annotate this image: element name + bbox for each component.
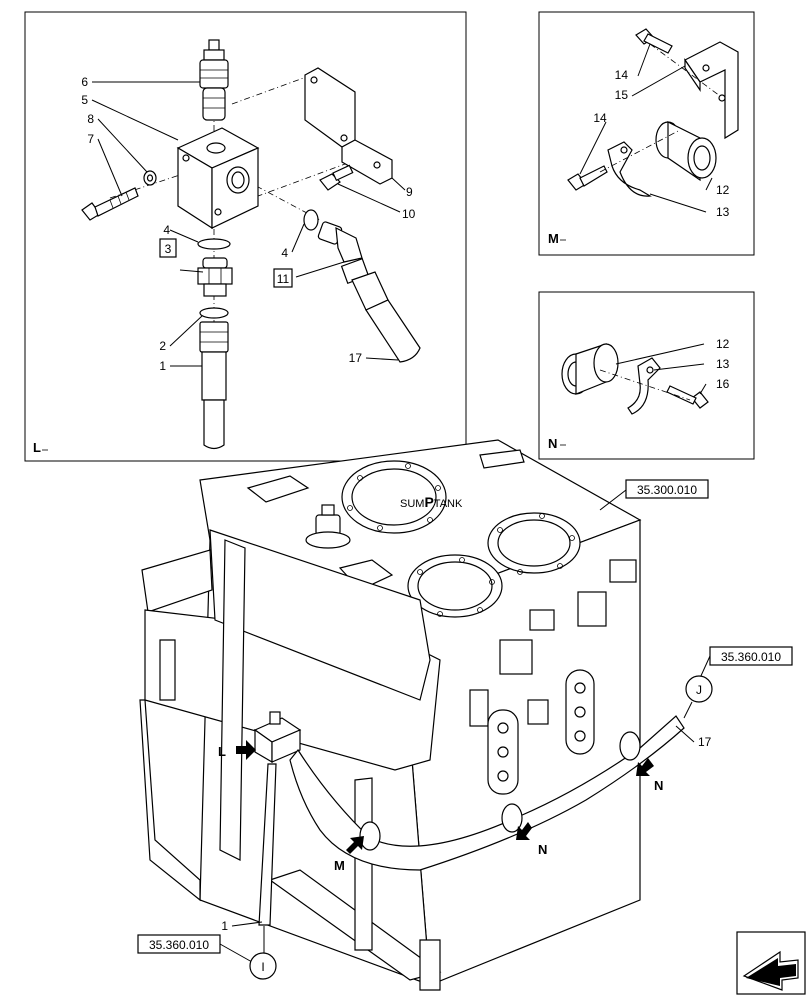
sump-tank-assembly: SUMPTANK bbox=[139, 439, 685, 991]
ref-box-top[interactable]: 35.300.010 bbox=[599, 479, 709, 511]
clamp-13-n-part bbox=[627, 357, 661, 415]
svg-text:L: L bbox=[218, 744, 226, 759]
bolt-7-part bbox=[81, 187, 139, 221]
svg-text:I: I bbox=[261, 960, 264, 974]
arrow-n1-marker: N bbox=[516, 822, 547, 857]
o-ring-2-part bbox=[199, 307, 229, 319]
callout-m-14b: 14 bbox=[593, 111, 607, 125]
circle-i-marker: I bbox=[249, 926, 277, 980]
quick-coupler-part bbox=[199, 39, 229, 121]
next-page-icon[interactable] bbox=[736, 931, 806, 995]
detail-view-l: 6 5 8 7 4 3 2 1 9 10 4 11 17 L bbox=[24, 11, 467, 462]
bolt-14-top-part bbox=[635, 28, 673, 54]
arrow-n2-marker: N bbox=[636, 758, 663, 793]
callout-n-13: 13 bbox=[716, 357, 730, 371]
sleeve-12-n-part bbox=[561, 343, 619, 395]
callout-6: 6 bbox=[81, 75, 88, 89]
callout-7: 7 bbox=[87, 132, 94, 146]
elbow-11-part bbox=[317, 221, 370, 284]
callout-10: 10 bbox=[402, 207, 416, 221]
svg-text:M: M bbox=[334, 858, 345, 873]
detail-view-n: 12 13 16 N bbox=[538, 291, 755, 460]
callout-2: 2 bbox=[159, 339, 166, 353]
view-label-n: N bbox=[548, 436, 557, 451]
arrow-l-marker: L bbox=[218, 740, 256, 760]
svg-text:N: N bbox=[654, 778, 663, 793]
callout-4b: 4 bbox=[281, 246, 288, 260]
callout-m-13: 13 bbox=[716, 205, 730, 219]
callout-3-box bbox=[159, 238, 177, 258]
callout-8: 8 bbox=[87, 112, 94, 126]
arrow-m-marker: M bbox=[334, 836, 364, 873]
callout-n-16: 16 bbox=[716, 377, 730, 391]
hose-1-part bbox=[199, 321, 229, 450]
bolt-14-lower-part bbox=[567, 165, 608, 191]
callout-m-14a: 14 bbox=[615, 68, 629, 82]
hose-17-assembly bbox=[289, 715, 685, 871]
ref-box-bottom[interactable]: 35.360.010 bbox=[137, 934, 253, 963]
callout-5: 5 bbox=[81, 93, 88, 107]
callout-4a: 4 bbox=[163, 223, 170, 237]
valve-block-assembly bbox=[253, 711, 302, 764]
svg-text:35.360.010: 35.360.010 bbox=[721, 650, 781, 664]
adapter-3-part bbox=[197, 257, 233, 297]
hose-17-part bbox=[351, 271, 421, 363]
callout-1: 1 bbox=[159, 359, 166, 373]
callout-m-12: 12 bbox=[716, 183, 730, 197]
tank-label: SUMPTANK bbox=[400, 494, 463, 510]
circle-j-marker: J bbox=[683, 675, 713, 719]
view-label-m: M bbox=[548, 231, 559, 246]
view-label-l: L bbox=[33, 440, 41, 455]
o-ring-4-part bbox=[197, 238, 231, 250]
svg-text:35.360.010: 35.360.010 bbox=[149, 938, 209, 952]
callout-9: 9 bbox=[406, 185, 413, 199]
callout-11-box bbox=[273, 268, 293, 288]
sleeve-12-part bbox=[655, 121, 717, 182]
hose-1-assembly bbox=[258, 763, 277, 926]
callout-m-15: 15 bbox=[615, 88, 629, 102]
svg-text:N: N bbox=[538, 842, 547, 857]
valve-block-part bbox=[176, 127, 260, 230]
callout-11: 11 bbox=[277, 272, 290, 286]
breather-part bbox=[305, 504, 351, 549]
main-callout-17: 17 bbox=[698, 735, 712, 749]
callout-17: 17 bbox=[349, 351, 363, 365]
bracket-15-part bbox=[684, 41, 739, 140]
bolt-10-part bbox=[319, 164, 354, 191]
callout-3: 3 bbox=[165, 242, 172, 256]
o-ring-4b-part bbox=[303, 209, 319, 231]
ref-box-right[interactable]: 35.360.010 bbox=[699, 646, 793, 679]
washer-8-part bbox=[143, 170, 157, 186]
svg-text:J: J bbox=[696, 683, 702, 697]
svg-text:35.300.010: 35.300.010 bbox=[637, 483, 697, 497]
clamp-13-part bbox=[607, 141, 652, 197]
callout-n-12: 12 bbox=[716, 337, 730, 351]
main-callout-1: 1 bbox=[221, 919, 228, 933]
bracket-part bbox=[304, 67, 393, 185]
detail-view-m: 14 15 14 12 13 M bbox=[538, 11, 755, 256]
